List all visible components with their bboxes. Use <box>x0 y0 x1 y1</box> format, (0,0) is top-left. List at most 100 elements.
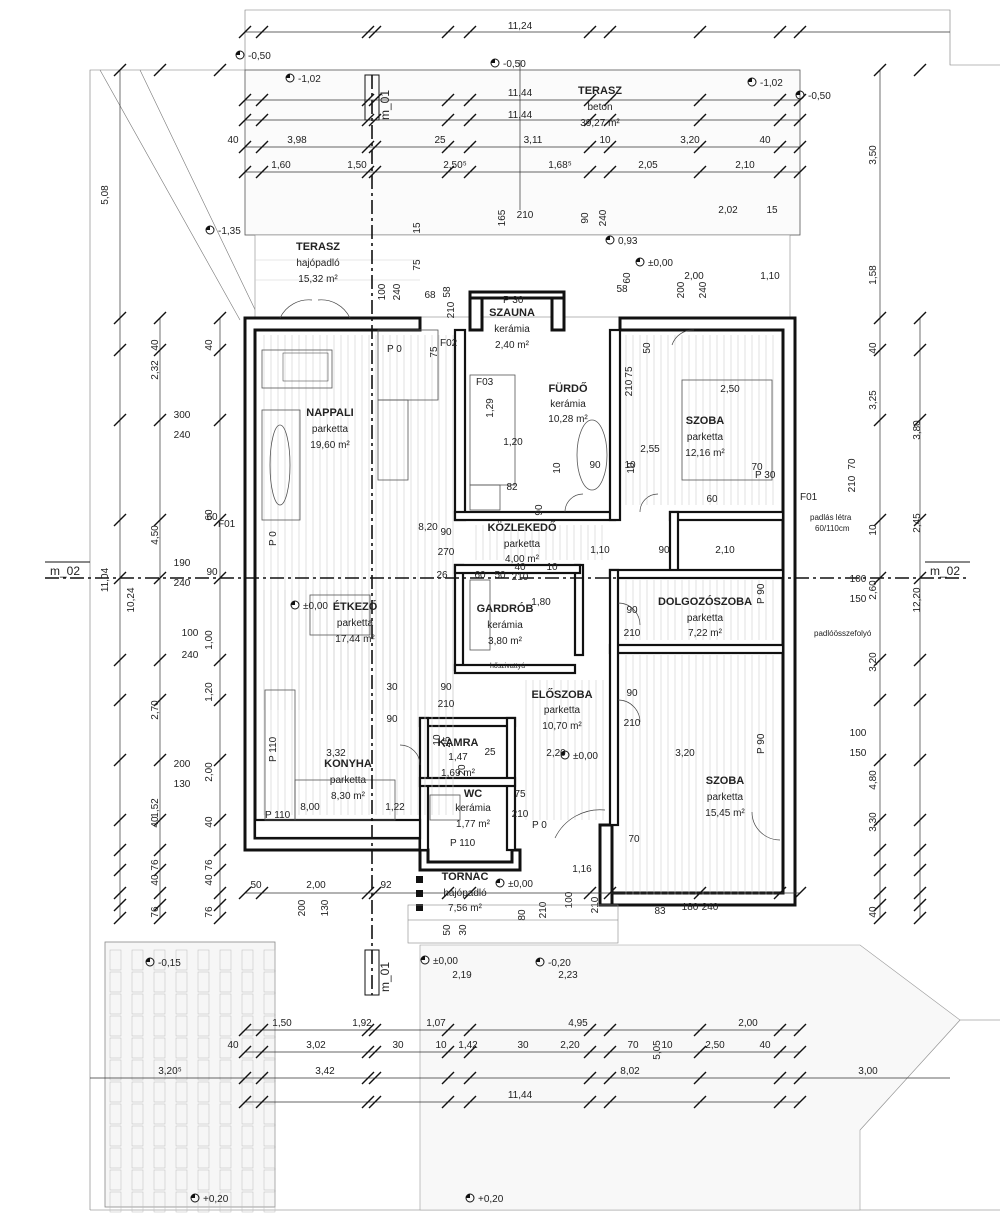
room-name: TORNÁC <box>442 870 489 883</box>
paving-block <box>153 1147 166 1169</box>
level-markers: -1,02-0,50-0,50-1,02-0,50-1,350,93±0,00±… <box>145 50 831 1205</box>
level-value: ±0,00 <box>433 956 458 967</box>
paving-block <box>263 1147 276 1169</box>
paving-block <box>263 1103 276 1125</box>
dim-value: 50 <box>642 342 653 354</box>
paving-block <box>219 949 232 971</box>
dim-tick <box>913 898 927 912</box>
dim-value: 40 <box>514 562 526 573</box>
paving-block <box>131 1169 144 1191</box>
dim-value: 30 <box>392 1040 404 1051</box>
dim-value: 3,30 <box>868 812 879 832</box>
dim-tick <box>913 843 927 857</box>
dim-value: 3,80 <box>912 420 923 440</box>
dim-tick <box>583 1023 597 1037</box>
level-value: -0,20 <box>548 958 571 969</box>
dim-value: 2,45 <box>912 513 923 533</box>
dim-tick <box>873 813 887 827</box>
dim-tick <box>213 63 227 77</box>
dim-value: 60 <box>474 570 486 581</box>
dimension-ticks <box>113 25 927 1109</box>
room-label-furdo: FÜRDŐ kerámia 10,28 m² <box>548 382 588 425</box>
parapet-p0-b: P 0 <box>268 531 279 546</box>
dim-value: 240 <box>182 650 199 661</box>
dim-tick <box>793 25 807 39</box>
paving-block <box>131 1081 144 1103</box>
dim-value: 1,10 <box>590 545 610 556</box>
dim-value: 3,25 <box>868 390 879 410</box>
dim-value: 40 <box>150 339 161 351</box>
dim-tick <box>603 140 617 154</box>
paving-block <box>109 1125 122 1147</box>
dim-tick <box>773 1095 787 1109</box>
dim-tick <box>693 1071 707 1085</box>
dim-tick <box>441 1071 455 1085</box>
room-name: ÉTKEZŐ <box>333 600 378 613</box>
axis-m02 <box>45 561 970 579</box>
window-f02: F02 <box>440 338 458 349</box>
paving-block <box>175 1191 188 1213</box>
room-area: 19,60 m² <box>310 440 350 451</box>
dim-value: 200 <box>174 759 191 770</box>
paving-block <box>197 1103 210 1125</box>
paving-right <box>419 944 961 1211</box>
dim-value: 130 <box>174 779 191 790</box>
paving-block <box>109 1059 122 1081</box>
dim-tick <box>873 63 887 77</box>
dim-value: 2,00 <box>204 762 215 782</box>
level-marker: 0,93 <box>605 235 638 247</box>
paving-block <box>197 1169 210 1191</box>
dim-tick <box>463 1095 477 1109</box>
dim-tick <box>913 911 927 925</box>
dim-value: 3,02 <box>306 1040 326 1051</box>
paving-block <box>263 971 276 993</box>
paving-block <box>241 993 254 1015</box>
paving-block <box>241 949 254 971</box>
dim-tick <box>361 886 375 900</box>
dim-tick <box>913 653 927 667</box>
dim-tick <box>793 1095 807 1109</box>
dim-value: 90 <box>206 567 218 578</box>
room-floor: parketta <box>687 613 724 624</box>
room-floor: parketta <box>687 432 724 443</box>
parapet-p110-c: P 110 <box>450 838 476 849</box>
level-value: ±0,00 <box>648 258 673 269</box>
dim-tick <box>238 1045 252 1059</box>
dim-value: 10 <box>624 460 636 471</box>
dim-tick <box>913 413 927 427</box>
level-value: ±0,00 <box>303 601 328 612</box>
dim-tick <box>441 886 455 900</box>
dim-value: 3,20 <box>868 652 879 672</box>
dim-tick <box>238 1071 252 1085</box>
level-value: ±0,00 <box>508 879 533 890</box>
dim-tick <box>368 25 382 39</box>
dim-value: 3,98 <box>287 135 307 146</box>
dim-tick <box>913 753 927 767</box>
dim-tick <box>441 165 455 179</box>
paving-block <box>197 971 210 993</box>
dim-tick <box>368 140 382 154</box>
dim-value: 40 <box>759 135 771 146</box>
dim-value: 210 <box>446 301 457 318</box>
room-floor: beton <box>587 102 612 113</box>
dim-value: 70 <box>627 1040 639 1051</box>
dim-value: 1,92 <box>352 1018 372 1029</box>
level-marker: -0,50 <box>235 50 271 62</box>
dim-tick <box>113 898 127 912</box>
level-value: +0,20 <box>478 1194 504 1205</box>
dim-tick <box>773 1023 787 1037</box>
dim-tick <box>361 113 375 127</box>
dim-tick <box>463 113 477 127</box>
dim-tick <box>113 813 127 827</box>
dim-tick <box>873 311 887 325</box>
dim-tick <box>113 843 127 857</box>
room-floor: hajópadló <box>443 888 487 899</box>
dim-tick <box>583 140 597 154</box>
dim-tick <box>213 813 227 827</box>
dim-tick <box>441 113 455 127</box>
dim-total-width: 11,24 <box>508 21 533 32</box>
paving-block <box>153 1191 166 1213</box>
